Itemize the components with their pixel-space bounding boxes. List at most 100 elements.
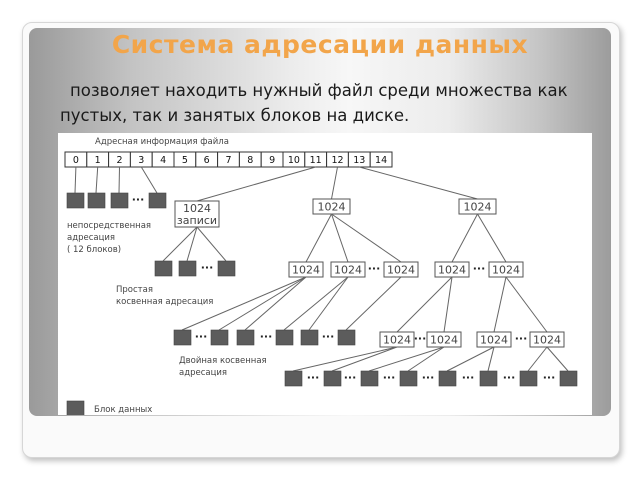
direct-ellipsis: ··· — [132, 193, 145, 206]
triple-indirect-data-block — [360, 370, 379, 387]
triple-indirect-link — [396, 276, 453, 333]
slide-title: Система адресации данных — [111, 30, 529, 59]
triple-indirect-mid-block-label: 1024 — [492, 264, 520, 277]
double-indirect-mid-block-label: 1024 — [387, 264, 415, 277]
legend-label: Блок данных — [94, 405, 152, 415]
triple-indirect-data-block — [323, 370, 342, 387]
direct-link — [74, 166, 77, 194]
triple-leaf-ellipsis: ··· — [307, 371, 320, 384]
address-cell-label: 1 — [95, 155, 101, 166]
double-indirect-link — [331, 213, 402, 263]
address-cell-label: 5 — [182, 155, 188, 166]
double-indirect-link — [218, 276, 307, 331]
address-cell-label: 3 — [138, 155, 144, 166]
triple-indirect-link — [292, 346, 398, 372]
triple-indirect-link — [505, 276, 548, 333]
address-cell-label: 10 — [288, 155, 300, 166]
triple-indirect-low-block-label: 1024 — [533, 334, 561, 347]
double-indirect-data-block — [210, 329, 229, 346]
double-indirect-link — [331, 166, 338, 200]
triple-indirect-link — [368, 346, 445, 372]
double-indirect-link — [283, 276, 349, 331]
address-cell-label: 2 — [116, 155, 122, 166]
double-leaf-ellipsis: ··· — [195, 330, 208, 343]
triple-indirect-link — [546, 346, 569, 372]
triple-indirect-mid-block-label: 1024 — [438, 264, 466, 277]
direct-data-block — [110, 192, 129, 209]
direct-link — [118, 166, 120, 194]
triple-leaf-ellipsis: ··· — [344, 371, 357, 384]
double-indirect-data-block — [275, 329, 294, 346]
triple-indirect-link — [493, 276, 507, 333]
double-indirect-link — [181, 276, 307, 331]
triple-indirect-data-block — [284, 370, 303, 387]
legend-data-block-swatch — [66, 400, 85, 415]
triple-indirect-link — [477, 213, 507, 263]
triple-leaf-ellipsis: ··· — [503, 371, 516, 384]
double-indirect-link — [331, 213, 349, 263]
slide-body-text: позволяет находить нужный файл среди мно… — [60, 78, 608, 128]
triple-indirect-data-block — [438, 370, 457, 387]
triple-low-ellipsis: ··· — [515, 332, 528, 345]
single-indirect-link — [196, 226, 227, 262]
address-cell-label: 6 — [204, 155, 210, 166]
double-leaf-ellipsis: ··· — [322, 330, 335, 343]
triple-indirect-link — [359, 166, 478, 200]
triple-indirect-data-block — [399, 370, 418, 387]
single-indirect-label: Простая — [116, 285, 153, 295]
double-indirect-data-block — [337, 329, 356, 346]
address-cell-label: 12 — [331, 155, 343, 166]
direct-data-block — [87, 192, 106, 209]
address-cell-label: 9 — [269, 155, 275, 166]
single-indirect-block-label: 1024 — [183, 202, 211, 215]
triple-leaf-ellipsis: ··· — [462, 371, 475, 384]
direct-addressing-label: непосредственная — [67, 221, 151, 231]
double-indirect-data-block — [173, 329, 192, 346]
direct-link — [95, 166, 99, 194]
slide-body-content: позволяет находить нужный файл среди мно… — [60, 81, 568, 125]
triple-low-ellipsis: ··· — [414, 332, 427, 345]
triple-mid-ellipsis: ··· — [473, 262, 486, 275]
triple-indirect-link — [443, 276, 453, 333]
triple-indirect-data-block — [559, 370, 578, 387]
triple-leaf-ellipsis: ··· — [383, 371, 396, 384]
address-cell-label: 0 — [73, 155, 79, 166]
address-cell — [369, 151, 393, 168]
single-indirect-link — [162, 226, 198, 262]
triple-indirect-link — [487, 346, 495, 372]
double-indirect-link — [345, 276, 402, 331]
triple-indirect-link — [446, 346, 495, 372]
double-indirect-data-block — [300, 329, 319, 346]
address-cell-label: 11 — [310, 155, 322, 166]
double-indirect-label: адресация — [179, 368, 227, 378]
triple-indirect-data-block — [479, 370, 498, 387]
double-indirect-mid-block-label: 1024 — [292, 264, 320, 277]
triple-indirect-link — [527, 346, 548, 372]
double-indirect-root-block-label: 1024 — [318, 201, 346, 214]
single-indirect-label: косвенная адресация — [116, 297, 213, 307]
triple-indirect-data-block — [519, 370, 538, 387]
double-indirect-link — [308, 276, 349, 331]
address-cell-label: 4 — [160, 155, 166, 166]
triple-indirect-low-block-label: 1024 — [383, 334, 411, 347]
single-ellipsis: ··· — [201, 261, 214, 274]
address-info-label: Адресная информация файла — [95, 137, 229, 147]
direct-addressing-label: ( 12 блоков) — [67, 245, 121, 255]
double-indirect-data-block — [236, 329, 255, 346]
double-indirect-link — [244, 276, 307, 331]
direct-link — [140, 166, 158, 194]
single-indirect-link — [186, 226, 198, 262]
direct-addressing-label: адресация — [67, 233, 115, 243]
single-indirect-block — [174, 200, 220, 228]
single-indirect-data-block — [217, 260, 236, 277]
direct-data-block — [66, 192, 85, 209]
double-mid-ellipsis: ··· — [368, 262, 381, 275]
triple-indirect-low-block-label: 1024 — [430, 334, 458, 347]
triple-indirect-link — [331, 346, 398, 372]
double-indirect-link — [305, 213, 332, 263]
single-indirect-data-block — [178, 260, 197, 277]
triple-leaf-ellipsis: ··· — [422, 371, 435, 384]
address-cell-label: 14 — [375, 155, 387, 166]
